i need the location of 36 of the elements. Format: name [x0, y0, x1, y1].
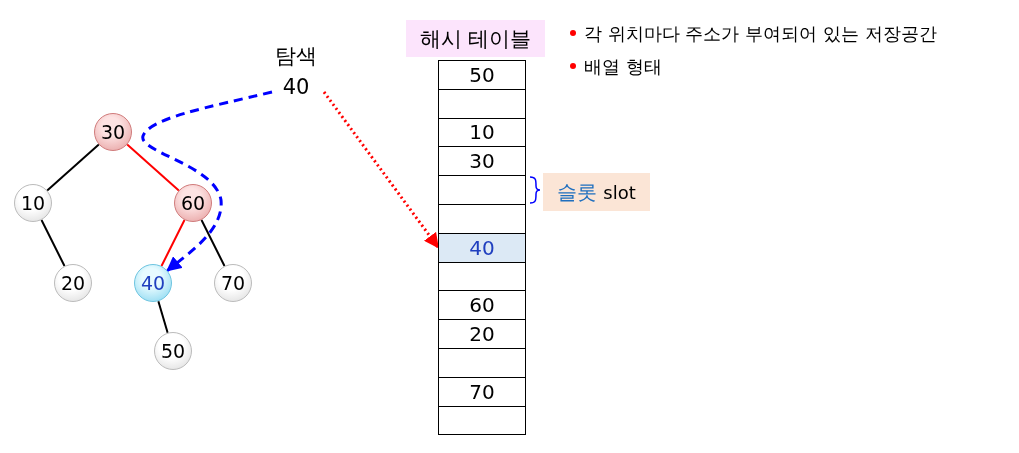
tree-branch-line	[40, 219, 66, 267]
table-cell: 60	[438, 290, 526, 321]
bullet-text: 배열 형태	[584, 55, 662, 79]
slot-term-english: slot	[603, 181, 636, 203]
slot-label-box	[543, 173, 650, 211]
tree-node-circle: 20	[54, 264, 92, 302]
tree-branch-line	[157, 300, 169, 334]
table-cell: 40	[438, 232, 526, 263]
tree-branch-line	[200, 219, 226, 267]
tree-branch-line	[46, 143, 100, 192]
tree-branch-line	[160, 219, 186, 267]
tree-node-circle: 70	[214, 264, 252, 302]
tree-node-circle: 40	[134, 264, 172, 302]
table-cell: 20	[438, 319, 526, 349]
empty-table-cell	[438, 261, 526, 292]
bullet-text: 각 위치마다 주소가 부여되어 있는 저장공간	[584, 22, 937, 46]
search-label: 탐색	[274, 43, 318, 70]
table-heading: 해시 테이블	[406, 20, 545, 57]
empty-table-cell	[438, 348, 526, 378]
empty-table-cell	[438, 204, 526, 234]
tree-node-circle: 60	[174, 184, 212, 222]
tree-node-circle: 10	[14, 184, 52, 222]
search-arrow	[322, 91, 440, 249]
search-key: 40	[266, 75, 326, 99]
tree-node-circle: 50	[154, 332, 192, 370]
tree-branch-line	[126, 143, 180, 192]
table-cell: 50	[438, 60, 526, 90]
search-arrow	[141, 90, 273, 272]
table-cell: 10	[438, 117, 526, 148]
table-cell: 30	[438, 146, 526, 177]
slot-term: 슬롯	[557, 178, 598, 206]
empty-table-cell	[438, 88, 526, 119]
empty-table-cell	[438, 175, 526, 205]
empty-table-cell	[438, 405, 526, 436]
tree-node-circle: 30	[94, 113, 132, 151]
table-cell: 70	[438, 376, 526, 407]
